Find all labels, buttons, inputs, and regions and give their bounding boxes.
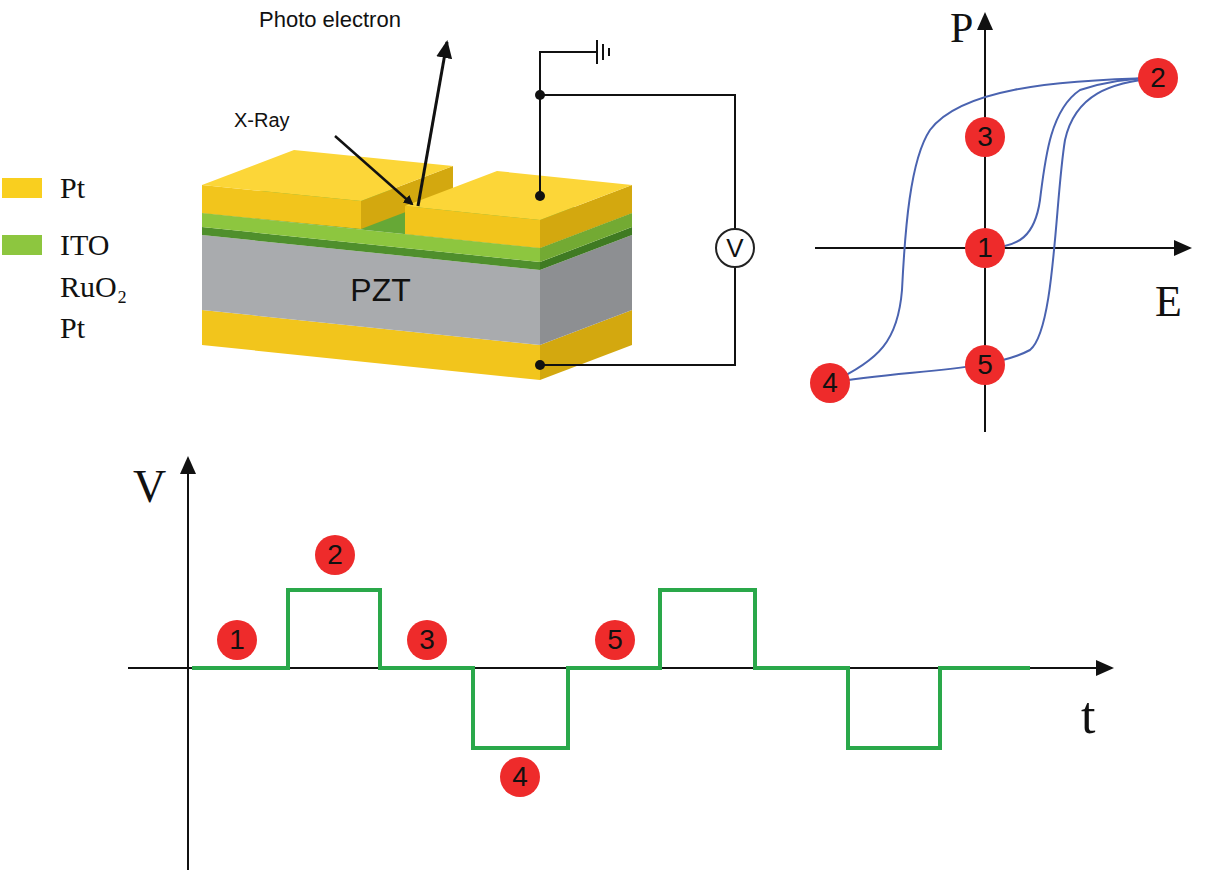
callout-text: 3 (419, 626, 435, 654)
axis-label: P (950, 7, 973, 49)
axis-label: t (1081, 690, 1095, 742)
callout-text: 5 (977, 351, 993, 379)
axis-label: V (133, 464, 166, 510)
callout-text: 1 (229, 626, 245, 654)
node-text: V (726, 235, 743, 261)
legend-swatch (2, 178, 42, 198)
beam-label: Photo electron (259, 9, 401, 31)
callout-text: 2 (1150, 64, 1166, 92)
contact-dot (535, 360, 545, 370)
callout-number: 4 (810, 363, 850, 403)
callout-text: 4 (512, 763, 528, 791)
legend-swatch (2, 235, 42, 255)
ground-bar (608, 48, 610, 56)
layer-label-box: PZT (346, 270, 415, 310)
callout-number: 1 (217, 620, 257, 660)
xray-arrow (335, 136, 412, 204)
device-stack (202, 150, 632, 380)
beam-label: X-Ray (234, 110, 290, 130)
pe-axes (815, 14, 1190, 432)
pt-right-top (405, 171, 632, 220)
photoelectron-arrow (418, 42, 447, 206)
junction-dot (535, 90, 545, 100)
callout-number: 5 (965, 345, 1005, 385)
hysteresis-loop (830, 78, 1158, 383)
callout-number: 1 (965, 228, 1005, 268)
callout-number: 3 (407, 620, 447, 660)
legend-text: ITO (60, 230, 109, 260)
ground-wire (540, 52, 597, 196)
callout-number: 3 (965, 117, 1005, 157)
callout-text: 5 (607, 626, 623, 654)
vt-axes (128, 458, 1112, 870)
callout-text: 2 (327, 541, 343, 569)
node-text: PZT (350, 274, 410, 306)
voltage-waveform (192, 590, 1030, 748)
axis-label: E (1155, 280, 1182, 324)
callout-number: 2 (1138, 58, 1178, 98)
legend-text: Pt (60, 313, 85, 343)
meter-wire (540, 266, 735, 365)
ground-bar (596, 40, 598, 64)
legend-text: RuO₂ (60, 272, 127, 302)
legend-text: Pt (60, 173, 85, 203)
voltmeter-symbol: V (715, 228, 755, 268)
callout-number: 5 (595, 620, 635, 660)
callout-text: 1 (977, 234, 993, 262)
circuit-wires (540, 40, 735, 365)
callout-text: 3 (977, 123, 993, 151)
meter-wire (540, 95, 735, 230)
pt-left-top (202, 150, 453, 201)
callout-number: 4 (500, 757, 540, 797)
ground-bar (602, 44, 604, 60)
callout-text: 4 (822, 369, 838, 397)
callout-number: 2 (315, 535, 355, 575)
contact-dot (535, 191, 545, 201)
